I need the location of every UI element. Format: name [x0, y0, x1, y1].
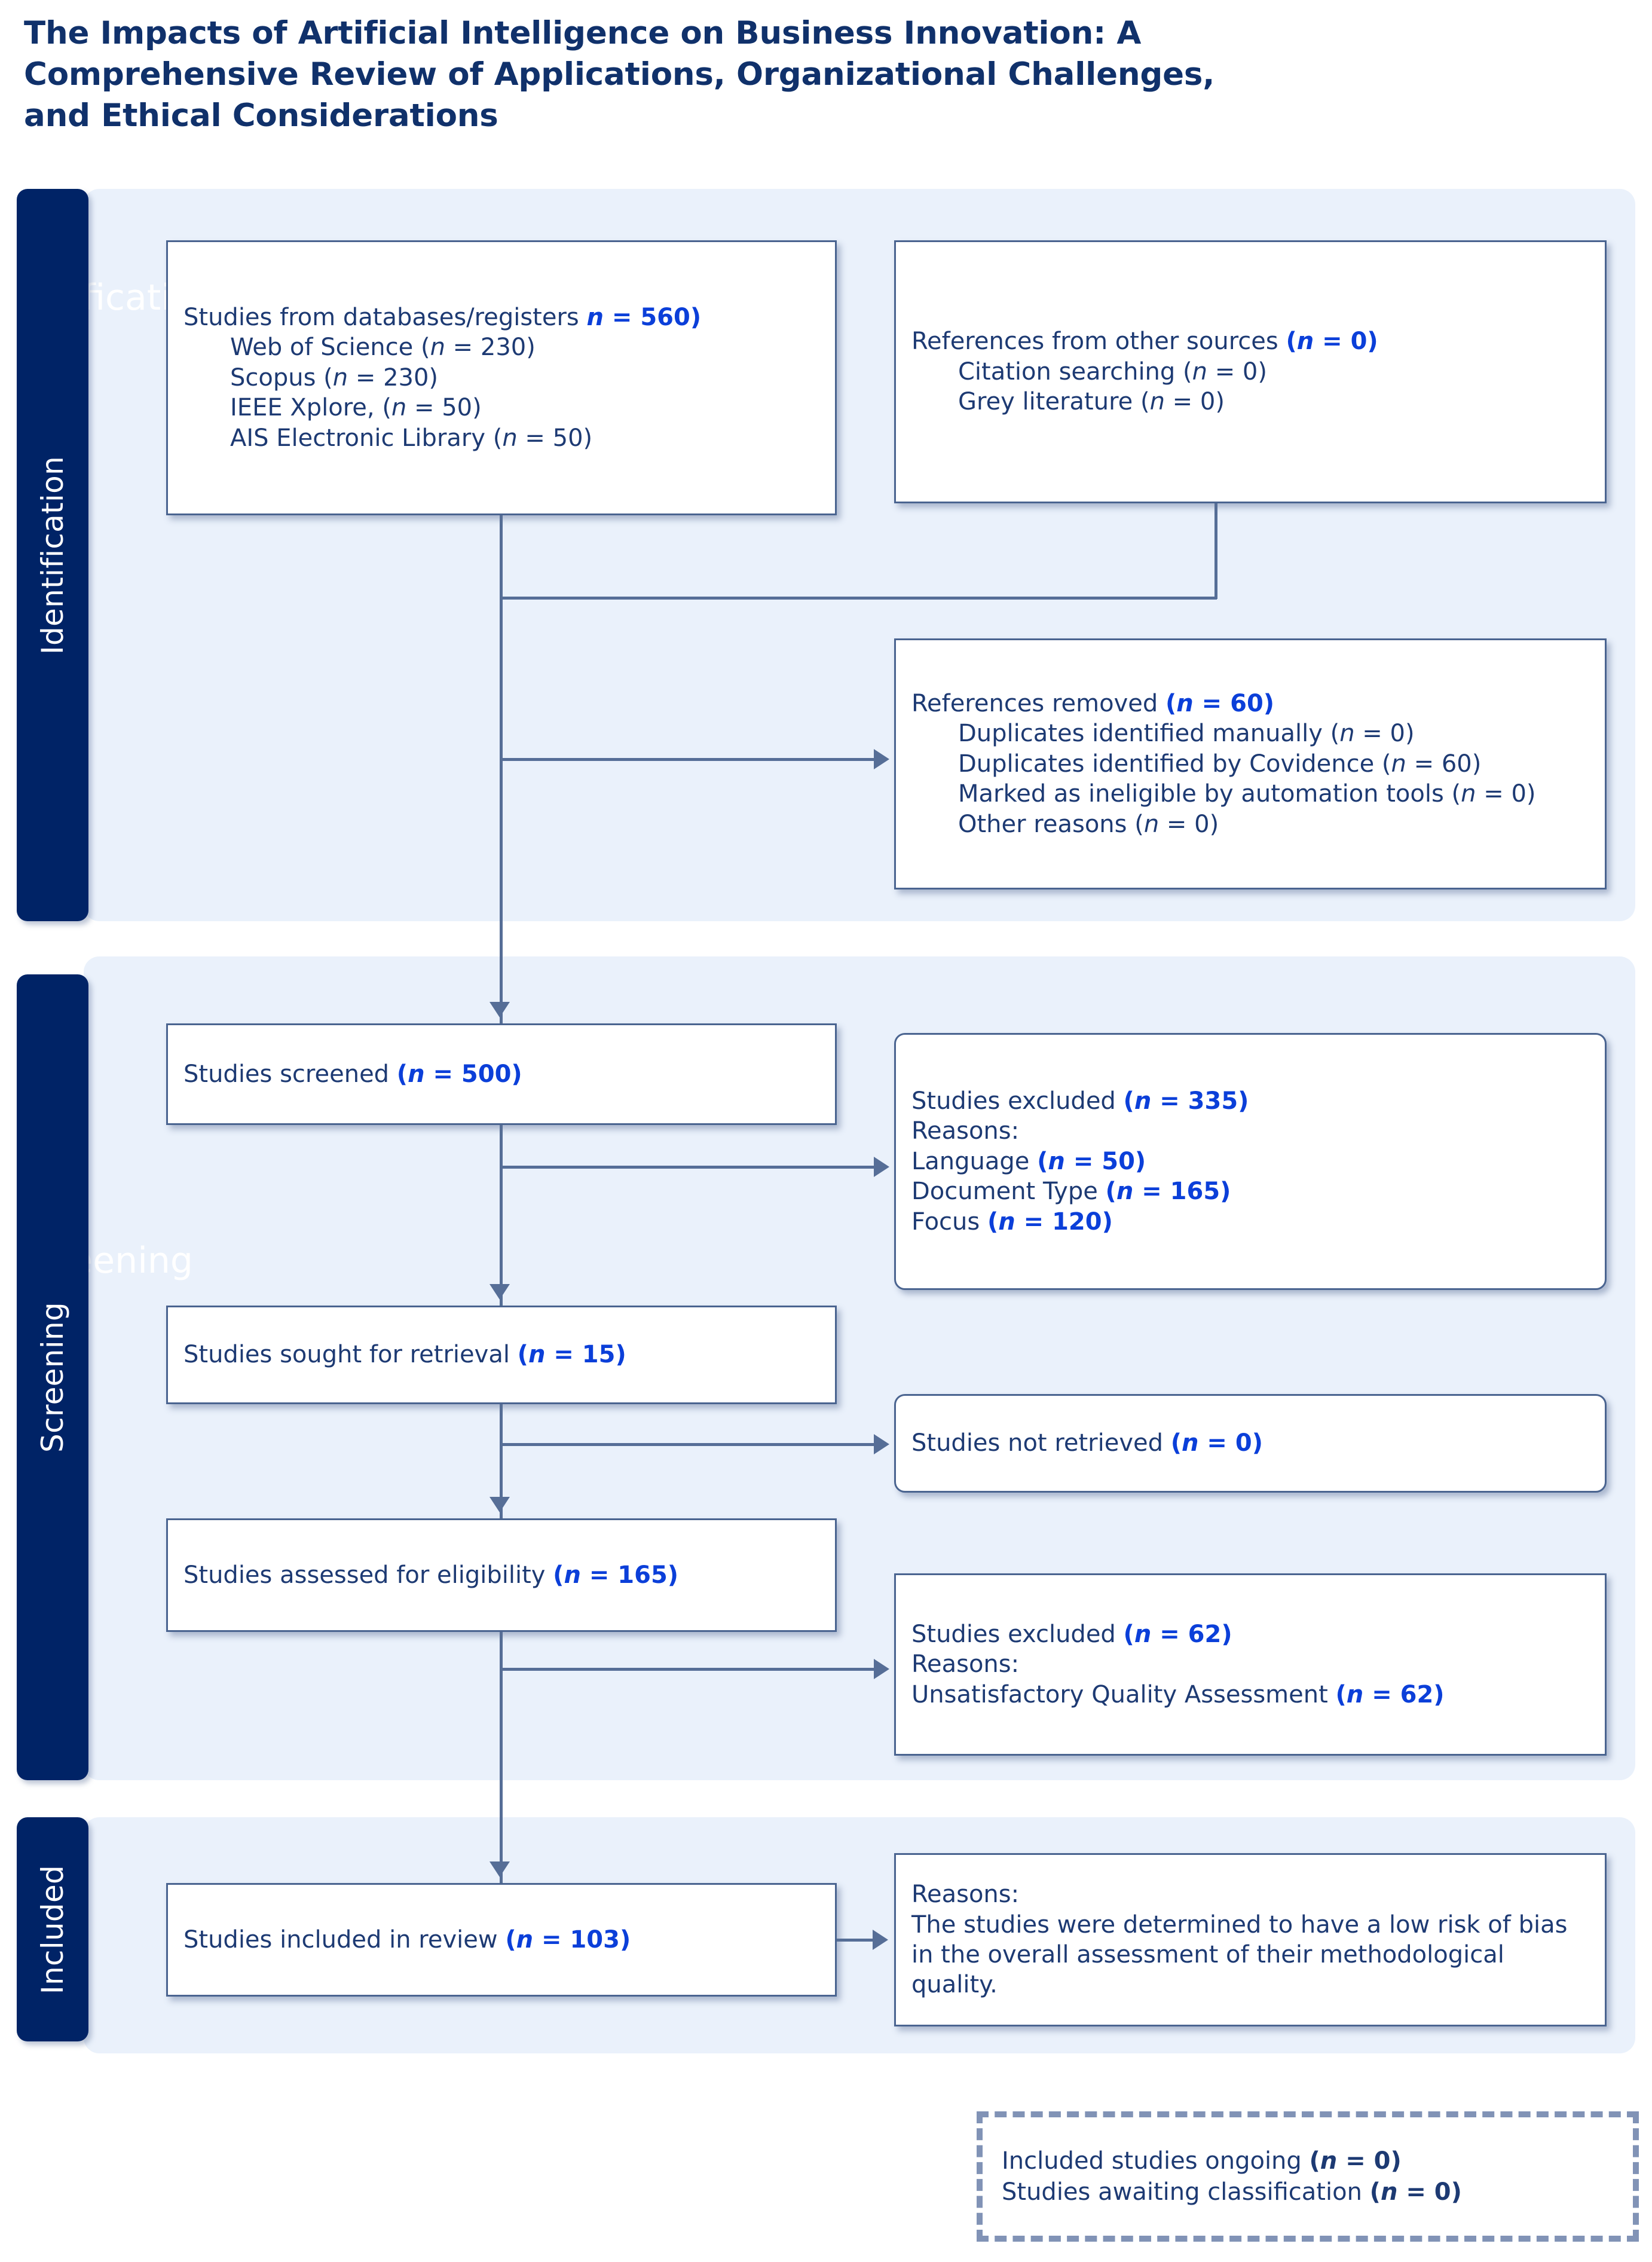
reason-item: Language (n = 50) — [911, 1147, 1146, 1175]
awaiting-label: Studies awaiting classification — [1002, 2178, 1370, 2206]
box-heading-text: Studies not retrieved — [911, 1429, 1171, 1457]
arrow-to-studies-included-icon — [490, 1861, 510, 1877]
box-heading: References removed (n = 60) — [911, 690, 1275, 718]
stage-label-included: Included — [35, 1864, 70, 1994]
box-heading: Studies excluded (n = 62) — [911, 1620, 1232, 1648]
ongoing-label: Included studies ongoing — [1002, 2147, 1310, 2175]
box-item: IEEE Xplore, (n = 50) — [230, 394, 482, 422]
connector-included-to-reasons — [837, 1939, 874, 1942]
box-heading-text: Studies excluded — [911, 1620, 1124, 1648]
arrow-to-studies-screened-icon — [490, 1002, 510, 1017]
reason-label: Language — [911, 1147, 1038, 1175]
reason-item: Unsatisfactory Quality Assessment (n = 6… — [911, 1680, 1445, 1708]
box-heading-text: Studies sought for retrieval — [183, 1341, 518, 1369]
connector-merge-horizontal — [500, 597, 1217, 600]
box-heading-text: Studies from databases/registers — [183, 304, 587, 332]
box-item: AIS Electronic Library (n = 50) — [230, 424, 593, 452]
box-heading-text: References removed — [911, 690, 1165, 718]
stage-bar-identification: Identification — [17, 189, 88, 921]
box-heading-text: Studies assessed for eligibility — [183, 1561, 553, 1589]
box-heading: Studies assessed for eligibility (n = 16… — [183, 1561, 679, 1589]
box-included-reasons: Reasons: The studies were determined to … — [894, 1853, 1607, 2026]
box-studies-assessed-for-eligibility: Studies assessed for eligibility (n = 16… — [166, 1518, 837, 1632]
page-title: The Impacts of Artificial Intelligence o… — [24, 15, 1215, 134]
box-item: Other reasons (n = 0) — [958, 810, 1219, 838]
reasons-label: Reasons: — [911, 1650, 1020, 1679]
box-heading: Studies from databases/registers n = 560… — [183, 304, 702, 332]
box-references-other-sources: References from other sources (n = 0) Ci… — [894, 240, 1607, 503]
connector-to-studies-not-retrieved — [500, 1443, 876, 1446]
arrow-to-studies-excluded-2-icon — [874, 1659, 889, 1679]
reasons-label: Reasons: — [911, 1881, 1020, 1909]
stage-bar-screening: Screening — [17, 974, 88, 1780]
reason-item: Focus (n = 120) — [911, 1208, 1113, 1236]
connector-other-down — [1214, 503, 1217, 599]
box-item: Duplicates identified manually (n = 0) — [958, 720, 1415, 748]
reason-item: Document Type (n = 165) — [911, 1178, 1231, 1206]
box-studies-sought-for-retrieval: Studies sought for retrieval (n = 15) — [166, 1306, 837, 1404]
reason-label: Focus — [911, 1208, 987, 1236]
box-heading: Studies included in review (n = 103) — [183, 1925, 631, 1954]
box-studies-excluded-eligibility: Studies excluded (n = 62) Reasons: Unsat… — [894, 1573, 1607, 1756]
box-heading: Studies excluded (n = 335) — [911, 1087, 1249, 1115]
box-heading-text: Studies screened — [183, 1060, 397, 1088]
box-studies-not-retrieved: Studies not retrieved (n = 0) — [894, 1394, 1607, 1493]
reasons-body: The studies were determined to have a lo… — [911, 1911, 1568, 1999]
connector-main-trunk — [500, 597, 503, 1903]
box-heading: Studies screened (n = 500) — [183, 1060, 522, 1088]
box-ongoing-awaiting: Included studies ongoing (n = 0) Studies… — [977, 2111, 1639, 2242]
awaiting-line: Studies awaiting classification (n = 0) — [1002, 2178, 1462, 2206]
reasons-label: Reasons: — [911, 1117, 1020, 1145]
arrow-to-studies-sought-icon — [490, 1284, 510, 1300]
connector-to-studies-excluded-1 — [500, 1166, 876, 1169]
connector-to-references-removed — [500, 758, 876, 761]
arrow-to-references-removed-icon — [874, 749, 889, 769]
box-references-removed: References removed (n = 60) Duplicates i… — [894, 638, 1607, 889]
arrow-to-studies-not-retrieved-icon — [874, 1434, 889, 1454]
connector-to-studies-excluded-2 — [500, 1668, 876, 1671]
ongoing-line: Included studies ongoing (n = 0) — [1002, 2147, 1402, 2175]
box-heading-text: References from other sources — [911, 328, 1286, 356]
box-item: Grey literature (n = 0) — [958, 388, 1225, 416]
reason-label: Document Type — [911, 1178, 1106, 1206]
arrow-to-included-reasons-icon — [873, 1930, 888, 1950]
box-item: Citation searching (n = 0) — [958, 357, 1267, 386]
stage-bar-included: Included — [17, 1817, 88, 2041]
box-item: Scopus (n = 230) — [230, 363, 439, 392]
box-heading-text: Studies included in review — [183, 1925, 506, 1954]
box-heading: Studies not retrieved (n = 0) — [911, 1429, 1263, 1457]
reason-label: Unsatisfactory Quality Assessment — [911, 1680, 1336, 1708]
box-heading: References from other sources (n = 0) — [911, 328, 1378, 356]
arrow-to-studies-assessed-icon — [490, 1497, 510, 1512]
box-studies-from-databases: Studies from databases/registers n = 560… — [166, 240, 837, 515]
arrow-to-studies-excluded-1-icon — [874, 1157, 889, 1177]
connector-db-down — [500, 515, 503, 599]
box-studies-excluded-screening: Studies excluded (n = 335) Reasons: Lang… — [894, 1033, 1607, 1290]
box-studies-included-in-review: Studies included in review (n = 103) — [166, 1883, 837, 1997]
box-item: Marked as ineligible by automation tools… — [958, 780, 1536, 808]
stage-label-identification: Identification — [35, 456, 70, 655]
box-item: Web of Science (n = 230) — [230, 334, 536, 362]
box-heading: Studies sought for retrieval (n = 15) — [183, 1341, 626, 1369]
stage-label-screening: Screening — [35, 1302, 70, 1453]
box-heading-text: Studies excluded — [911, 1087, 1124, 1115]
box-studies-screened: Studies screened (n = 500) — [166, 1023, 837, 1125]
box-item: Duplicates identified by Covidence (n = … — [958, 750, 1482, 778]
